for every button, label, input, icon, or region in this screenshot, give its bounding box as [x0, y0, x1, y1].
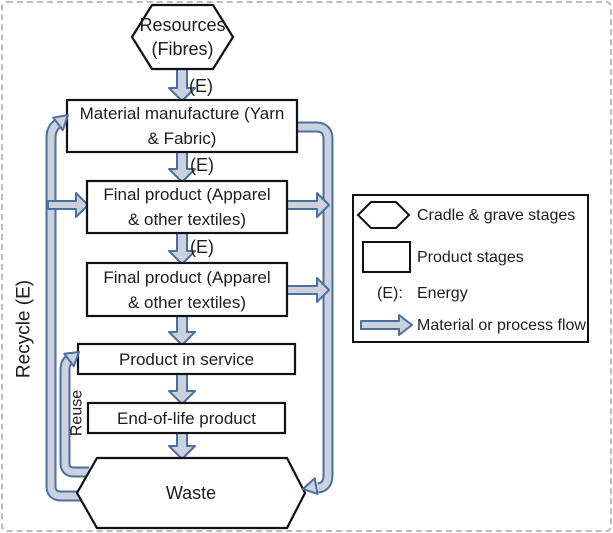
- recycle-label: Recycle (E): [13, 279, 35, 379]
- flow-arrow-final2-to-service: [168, 315, 196, 346]
- flow-arrow-final1-to-final2: [168, 232, 196, 265]
- flow-arrow-endoflife-to-waste: [168, 432, 196, 460]
- flow-arrow-material-to-final1: [168, 151, 196, 183]
- final-product-2-label: Final product (Apparel & other textiles): [103, 267, 271, 312]
- recycle-arrowhead: [52, 114, 69, 132]
- reuse-flow-path: [59, 353, 89, 478]
- material-manufacture-label: Material manufacture (Yarn & Fabric): [79, 104, 285, 148]
- legend-label-cradle-grave: Cradle & grave stages: [417, 206, 576, 224]
- energy-label-2: (E): [190, 154, 214, 175]
- product-in-service-box: [76, 342, 297, 376]
- energy-label-1: (E): [189, 75, 213, 96]
- flow-arrow-resources-to-material: [168, 68, 196, 102]
- final-product-1-label: Final product (Apparel & other textiles): [103, 185, 271, 229]
- end-of-life-label: End-of-life product: [117, 408, 256, 428]
- final-product-1-box: [85, 179, 289, 235]
- reuse-arrowhead: [63, 351, 80, 368]
- legend-rectangle-icon: [362, 241, 411, 273]
- flow-arrow-final2-to-right: [286, 277, 330, 303]
- legend-flow-arrow-icon: [360, 314, 413, 336]
- product-in-service-label: Product in service: [118, 349, 255, 369]
- legend-label-energy: Energy: [417, 284, 468, 302]
- recycle-flow-path: [45, 118, 80, 502]
- material-manufacture-box: [65, 98, 299, 154]
- reuse-label: Reuse: [68, 389, 86, 437]
- final-product-2-box: [85, 261, 289, 318]
- right-flow-path: [297, 121, 334, 494]
- waste-label: Waste: [165, 482, 217, 503]
- legend-hexagon-icon: [356, 201, 411, 229]
- waste-hexagon: [75, 456, 307, 530]
- waste-arrowhead: [302, 477, 319, 495]
- end-of-life-box: [86, 401, 287, 435]
- resources-label: Resources (Fibres): [139, 15, 226, 59]
- legend-box: [352, 194, 589, 343]
- legend-label-product-stages: Product stages: [417, 248, 524, 266]
- energy-label-3: (E): [190, 236, 214, 257]
- legend-label-material-flow: Material or process flow: [417, 316, 586, 334]
- flow-arrow-service-to-endoflife: [168, 373, 196, 405]
- flow-arrow-recycle-to-final1: [47, 192, 89, 218]
- flow-arrow-final1-to-right: [286, 192, 330, 218]
- resources-hexagon: [130, 3, 235, 71]
- legend-energy-symbol: (E):: [377, 284, 403, 302]
